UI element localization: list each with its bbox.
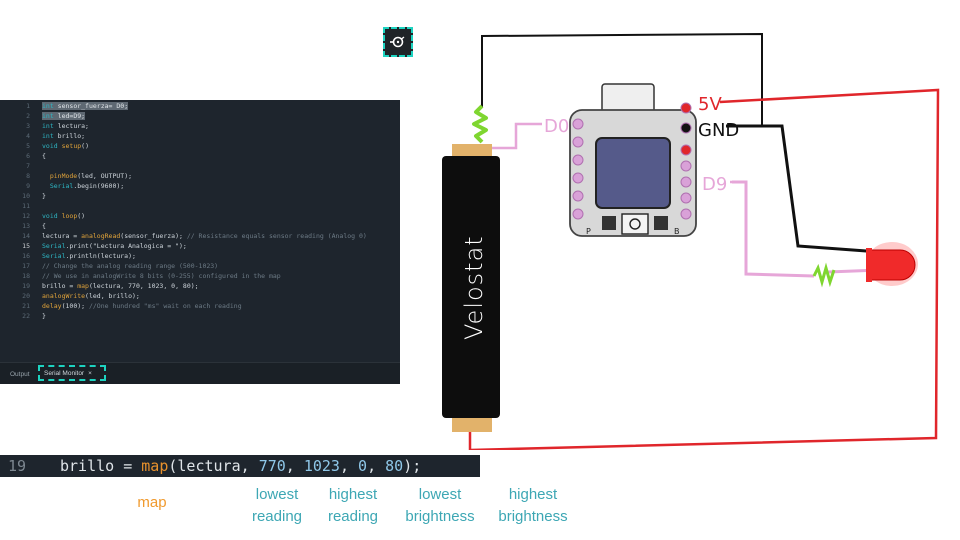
- code-line[interactable]: brillo = map(lectura, 770, 1023, 0, 80);: [42, 282, 199, 290]
- line-number: 16: [22, 252, 30, 260]
- tab-serial-monitor[interactable]: Serial Monitor ×: [38, 365, 106, 381]
- lowest-reading-line1: lowest: [255, 486, 299, 503]
- velostat-top-cap: [452, 144, 492, 158]
- velostat-sensor: [442, 156, 500, 418]
- board-pads-left: [572, 118, 584, 220]
- line-number: 22: [22, 312, 30, 320]
- map-label: map: [137, 494, 167, 511]
- lowest-reading-line2: reading: [251, 508, 303, 525]
- code-area[interactable]: 1 int sensor_fuerza= D0; 2 int led=D9; 3 int …: [0, 100, 400, 362]
- code-line[interactable]: // We use in analogWrite 8 bits (0-255) …: [42, 272, 281, 280]
- code-line[interactable]: Serial.begin(9600);: [49, 182, 125, 190]
- line-number: 8: [26, 172, 30, 180]
- pin-label-gnd: GND: [698, 120, 739, 141]
- line-number: 12: [22, 212, 30, 220]
- code-editor[interactable]: 1 int sensor_fuerza= D0; 2 int led=D9; 3 int …: [0, 100, 400, 384]
- red-wire: [468, 88, 940, 450]
- code-line[interactable]: int lectura;: [42, 122, 89, 130]
- board-chip-left: [602, 216, 616, 230]
- resistor-top: [472, 104, 488, 144]
- highest-brightness-line1: highest: [508, 486, 558, 503]
- circuit-diagram: Velostat P B D0 5V GND D9: [442, 32, 940, 450]
- code-line[interactable]: Serial.print("Lectura Analogica = ");: [42, 242, 187, 250]
- pink-wire-d0: [476, 122, 542, 150]
- code-line[interactable]: // Change the analog reading range (500-…: [42, 262, 219, 270]
- highest-brightness-line2: brightness: [498, 508, 568, 525]
- pink-wire-d9-b: [732, 180, 815, 278]
- line-number: 7: [26, 162, 30, 170]
- code-line[interactable]: pinMode(led, OUTPUT);: [49, 172, 133, 180]
- line-number: 10: [22, 192, 30, 200]
- tab-serial-monitor-label: Serial Monitor: [44, 369, 85, 377]
- pin-label-d0: D0: [544, 116, 569, 137]
- highest-brightness-label: highest brightness: [490, 484, 576, 528]
- lowest-brightness-label: lowest brightness: [396, 484, 484, 528]
- pin-label-5v: 5V: [698, 94, 722, 115]
- code-line[interactable]: int sensor_fuerza= D0;: [42, 102, 129, 110]
- led: [866, 242, 918, 286]
- highest-reading-line2: reading: [327, 508, 379, 525]
- highest-reading-line1: highest: [328, 486, 378, 503]
- code-line[interactable]: {: [42, 222, 46, 230]
- board-pin-right-label: B: [674, 227, 680, 236]
- code-line[interactable]: int brillo;: [42, 132, 86, 140]
- black-wire-gnd: [726, 124, 881, 254]
- line-number: 2: [26, 112, 30, 120]
- tab-output[interactable]: Output: [10, 371, 30, 378]
- code-line[interactable]: {: [42, 152, 46, 160]
- line-number: 11: [22, 202, 30, 210]
- serial-monitor-button[interactable]: [383, 27, 413, 57]
- close-icon[interactable]: ×: [88, 369, 92, 377]
- line-number: 6: [26, 152, 30, 160]
- velostat-label: Velostat: [460, 235, 488, 340]
- board-button-center: [629, 218, 641, 230]
- line-number: 17: [22, 262, 30, 270]
- pin-label-d9: D9: [702, 174, 727, 195]
- zoomed-line-number: 19: [8, 457, 27, 475]
- line-number: 3: [26, 122, 30, 130]
- velostat-bottom-cap: [452, 418, 492, 432]
- lowest-brightness-line2: brightness: [405, 508, 475, 525]
- highest-reading-label: highest reading: [316, 484, 390, 528]
- line-number: 15: [22, 242, 30, 250]
- code-line[interactable]: }: [42, 192, 46, 200]
- code-line[interactable]: void setup(): [42, 142, 89, 150]
- black-wire-top: [481, 32, 763, 126]
- line-number: 18: [22, 272, 30, 280]
- zoomed-code: brillo = map(lectura, 770, 1023, 0, 80);: [60, 457, 422, 475]
- resistor-led: [812, 262, 836, 288]
- line-number: 4: [26, 132, 30, 140]
- code-line[interactable]: int led=D9;: [42, 112, 86, 120]
- line-number: 1: [26, 102, 30, 110]
- code-line[interactable]: Serial.println(lectura);: [42, 252, 136, 260]
- line-number: 19: [22, 282, 30, 290]
- line-number: 20: [22, 292, 30, 300]
- code-line[interactable]: analogWrite(led, brillo);: [42, 292, 140, 300]
- board-pin-left-label: P: [586, 227, 591, 236]
- line-number: 14: [22, 232, 30, 240]
- line-number: 9: [26, 182, 30, 190]
- line-number: 13: [22, 222, 30, 230]
- code-line[interactable]: lectura = analogRead(sensor_fuerza); // …: [42, 232, 367, 240]
- lowest-brightness-line1: lowest: [418, 486, 462, 503]
- line-number: 21: [22, 302, 30, 310]
- board-chip-right: [654, 216, 668, 230]
- board-button: [621, 213, 649, 235]
- zoomed-code-line: 19 brillo = map(lectura, 770, 1023, 0, 8…: [0, 455, 480, 477]
- board-screen: [595, 137, 671, 209]
- lowest-reading-label: lowest reading: [240, 484, 314, 528]
- line-number: 5: [26, 142, 30, 150]
- bottom-panel-tabs: Output Serial Monitor ×: [0, 362, 400, 384]
- code-line[interactable]: }: [42, 312, 46, 320]
- code-line[interactable]: void loop(): [42, 212, 86, 220]
- serial-monitor-icon: [390, 36, 405, 48]
- board-pads-right: [680, 102, 692, 220]
- code-line[interactable]: delay(100); //One hundred "ms" wait on e…: [42, 302, 242, 310]
